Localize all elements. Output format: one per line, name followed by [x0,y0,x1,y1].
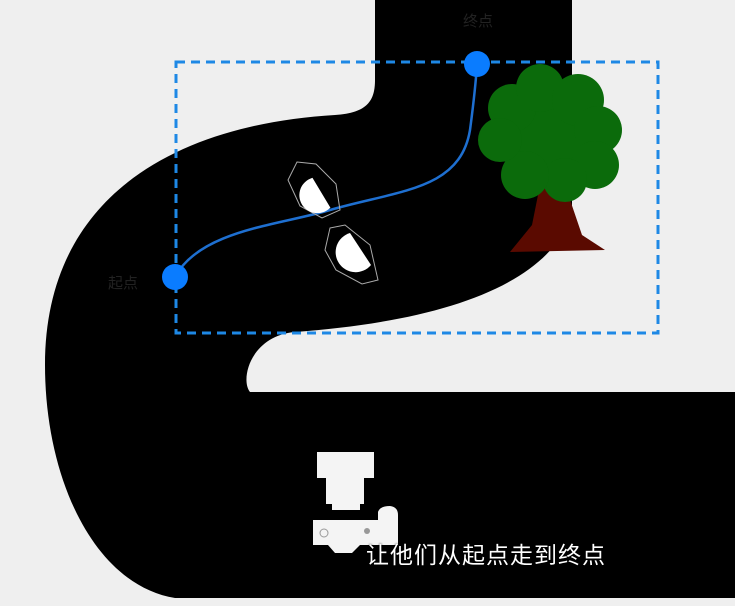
subtitle-caption: 让他们从起点走到终点 [366,543,606,569]
start-point [162,264,188,290]
tree-icon [478,64,622,252]
footprint-icon [287,161,379,285]
end-point [464,51,490,77]
camera-icon [313,452,398,553]
start-label: 起点 [108,274,139,292]
end-label: 终点 [463,12,494,30]
selection-box [174,60,660,335]
walk-path [173,63,479,278]
